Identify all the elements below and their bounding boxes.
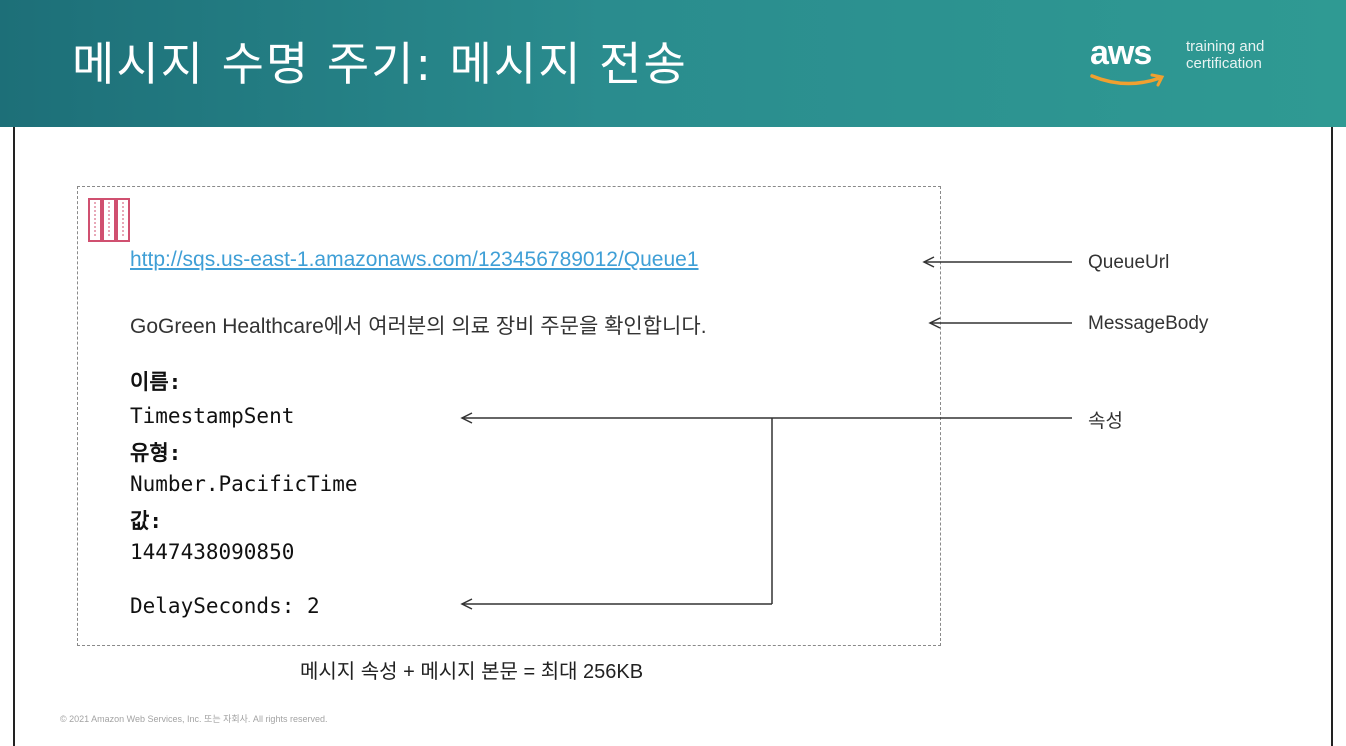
- message-icon: [88, 198, 130, 242]
- logo-tagline-line2: certification: [1186, 55, 1262, 72]
- queueurl-label: QueueUrl: [1088, 252, 1170, 273]
- aws-logo: aws training and certification: [1090, 34, 1310, 98]
- logo-tagline-line1: training and: [1186, 38, 1265, 55]
- slide-header: 메시지 수명 주기: 메시지 전송 aws training and certi…: [0, 0, 1346, 127]
- message-container: [77, 186, 941, 646]
- copyright-text: © 2021 Amazon Web Services, Inc. 또는 자회사.…: [60, 714, 328, 724]
- slide-left-border: [13, 127, 15, 746]
- attribute-name-label: 이름:: [130, 370, 182, 394]
- attribute-type-value: Number.PacificTime: [130, 472, 358, 496]
- attribute-value-label: 값:: [130, 509, 162, 533]
- aws-logo-wordmark: aws: [1090, 34, 1152, 72]
- attributes-label: 속성: [1088, 411, 1123, 432]
- messagebody-label: MessageBody: [1088, 313, 1209, 334]
- slide-title: 메시지 수명 주기: 메시지 전송: [72, 37, 688, 91]
- attribute-name-value: TimestampSent: [130, 404, 295, 428]
- aws-smile-icon: [1090, 73, 1165, 87]
- queue-url-link[interactable]: http://sqs.us-east-1.amazonaws.com/12345…: [130, 248, 699, 271]
- attribute-value-value: 1447438090850: [130, 540, 295, 564]
- aws-logo-tagline: training and certification: [1186, 38, 1264, 72]
- attribute-type-label: 유형:: [130, 441, 182, 465]
- size-limit-note: 메시지 속성 + 메시지 본문 = 최대 256KB: [300, 661, 644, 683]
- message-body-text: GoGreen Healthcare에서 여러분의 의료 장비 주문을 확인합니…: [130, 315, 707, 338]
- delay-seconds-text: DelaySeconds: 2: [130, 594, 320, 618]
- slide-right-border: [1331, 127, 1333, 746]
